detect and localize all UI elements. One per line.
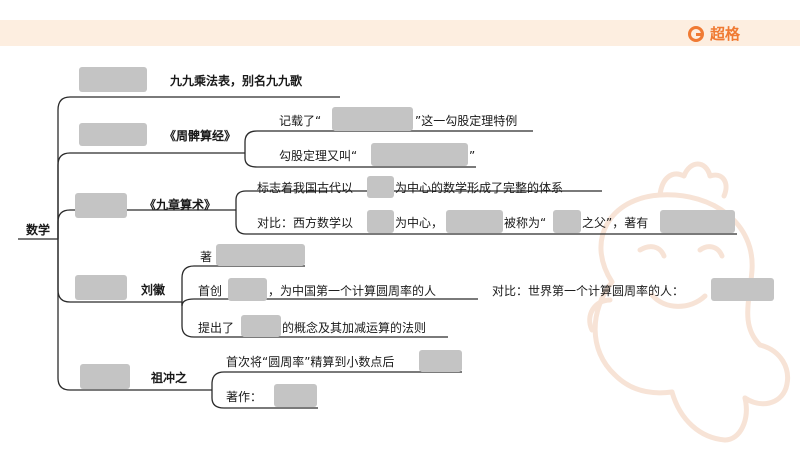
western-compare-mid2: 被称为“ xyxy=(504,216,547,230)
blank-box-liuhui-concept xyxy=(241,315,281,337)
blank-box-jiuzhang-center xyxy=(367,176,394,198)
jiuzhang-significance-post: 为中心的数学形成了完整的体系 xyxy=(395,181,564,195)
pythagorean-alias-post: ” xyxy=(469,149,476,163)
western-compare-post: 之父”，著有 xyxy=(582,216,649,230)
liuhui-first-pre: 首创 xyxy=(198,284,223,298)
branch-multiplication-table: 九九乘法表，别名九九歌 xyxy=(170,74,303,88)
liuhui-concept-pre: 提出了 xyxy=(198,321,235,335)
liuhui-concept-post: 的概念及其加减运算的法则 xyxy=(282,321,427,335)
jiuzhang-significance-pre: 标志着我国古代以 xyxy=(257,181,354,195)
western-compare-mid: 为中心， xyxy=(395,216,444,230)
blank-box-pythagorean-alias xyxy=(371,143,468,166)
brand-logo-icon xyxy=(688,25,704,42)
branch-zhoubi-suanjing: 《周髀算经》 xyxy=(164,129,237,143)
blank-box-zhoubi-record xyxy=(332,107,413,131)
liuhui-work-pre: 著 xyxy=(200,250,213,264)
western-compare-pre: 对比：西方数学以 xyxy=(257,216,354,230)
blank-box-3 xyxy=(75,193,127,218)
brand-logo: 超格 xyxy=(688,23,740,44)
blank-box-liuhui-method xyxy=(228,278,267,301)
blank-box-western-field xyxy=(553,210,581,233)
blank-box-pi-digits xyxy=(419,350,462,372)
zuchongzhi-pi-precision: 首次将“圆周率”精算到小数点后 xyxy=(226,355,395,369)
header-band xyxy=(0,20,800,46)
world-first-pi-compare: 对比：世界第一个计算圆周率的人： xyxy=(492,284,685,298)
blank-box-western-person xyxy=(446,210,503,233)
branch-zu-chongzhi: 祖冲之 xyxy=(151,371,188,385)
blank-box-4 xyxy=(75,275,127,300)
root-node-math: 数学 xyxy=(26,223,51,237)
blank-box-world-first-pi xyxy=(711,278,774,301)
blank-box-zuchongzhi-work xyxy=(274,384,317,407)
zhoubi-record-post: ”这一勾股定理特例 xyxy=(415,114,518,128)
zuchongzhi-work-label: 著作： xyxy=(226,390,263,404)
branch-liu-hui: 刘徽 xyxy=(141,283,166,297)
pythagorean-alias-pre: 勾股定理又叫“ xyxy=(279,149,358,163)
liuhui-first-post: ，为中国第一个计算圆周率的人 xyxy=(268,284,437,298)
blank-box-liuhui-work xyxy=(216,244,305,266)
zhoubi-record-pre: 记载了“ xyxy=(279,114,322,128)
brand-name: 超格 xyxy=(710,25,741,43)
branch-jiuzhang-suanshu: 《九章算术》 xyxy=(144,198,217,212)
blank-box-2 xyxy=(79,123,147,146)
blank-box-1 xyxy=(79,67,147,92)
blank-box-5 xyxy=(80,364,130,389)
blank-box-western-center xyxy=(367,210,394,233)
blank-box-western-book xyxy=(660,210,735,233)
